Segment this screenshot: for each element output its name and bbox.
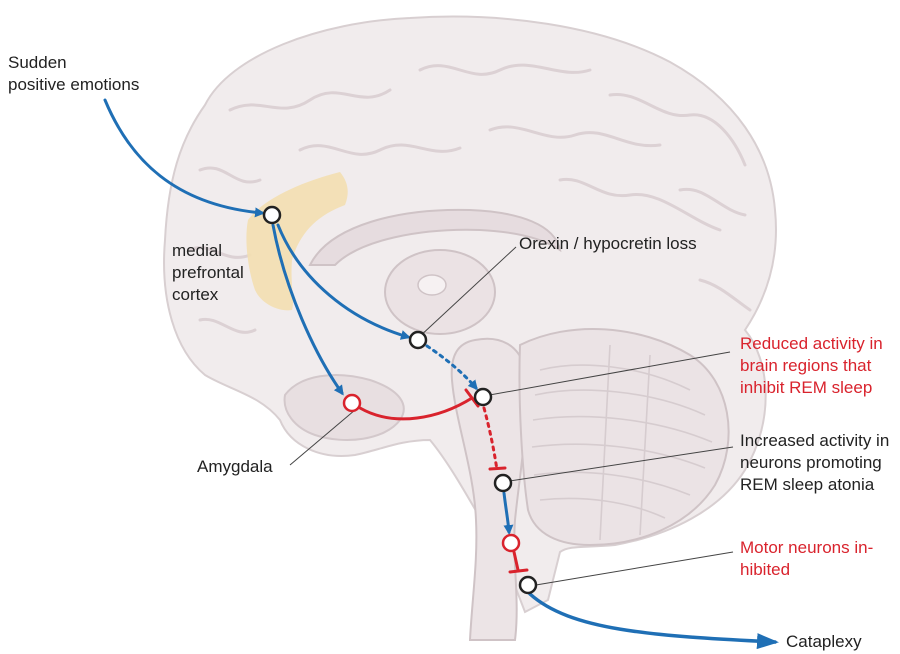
label-mpfc: medial prefrontal cortex <box>172 240 244 306</box>
label-increased-line-1: Increased activity in <box>740 430 889 452</box>
label-trigger: Sudden positive emotions <box>8 52 139 96</box>
label-reduced-line-3: inhibit REM sleep <box>740 377 883 399</box>
label-trigger-line-2: positive emotions <box>8 74 139 96</box>
label-orexin: Orexin / hypocretin loss <box>519 233 697 255</box>
label-mpfc-line-2: prefrontal <box>172 262 244 284</box>
node-amygdala <box>344 395 360 411</box>
label-reduced-line-1: Reduced activity in <box>740 333 883 355</box>
label-reduced-activity: Reduced activity in brain regions that i… <box>740 333 883 399</box>
label-mpfc-line-3: cortex <box>172 284 244 306</box>
label-reduced-line-2: brain regions that <box>740 355 883 377</box>
label-increased-line-2: neurons promoting <box>740 452 889 474</box>
node-mpfc <box>264 207 280 223</box>
label-orexin-text: Orexin / hypocretin loss <box>519 233 697 255</box>
path-motor-to-cataplexy <box>530 594 775 642</box>
node-motor-red <box>503 535 519 551</box>
label-amygdala-text: Amygdala <box>197 456 273 478</box>
node-motor <box>520 577 536 593</box>
label-cataplexy: Cataplexy <box>786 631 862 653</box>
label-amygdala: Amygdala <box>197 456 273 478</box>
label-increased-activity: Increased activity in neurons promoting … <box>740 430 889 496</box>
label-trigger-line-1: Sudden <box>8 52 139 74</box>
label-motor-neurons: Motor neurons in- hibited <box>740 537 873 581</box>
label-cataplexy-text: Cataplexy <box>786 631 862 653</box>
label-increased-line-3: REM sleep atonia <box>740 474 889 496</box>
label-motor-line-2: hibited <box>740 559 873 581</box>
node-rem-inhibit <box>475 389 491 405</box>
node-atonia <box>495 475 511 491</box>
node-orexin <box>410 332 426 348</box>
label-mpfc-line-1: medial <box>172 240 244 262</box>
label-motor-line-1: Motor neurons in- <box>740 537 873 559</box>
